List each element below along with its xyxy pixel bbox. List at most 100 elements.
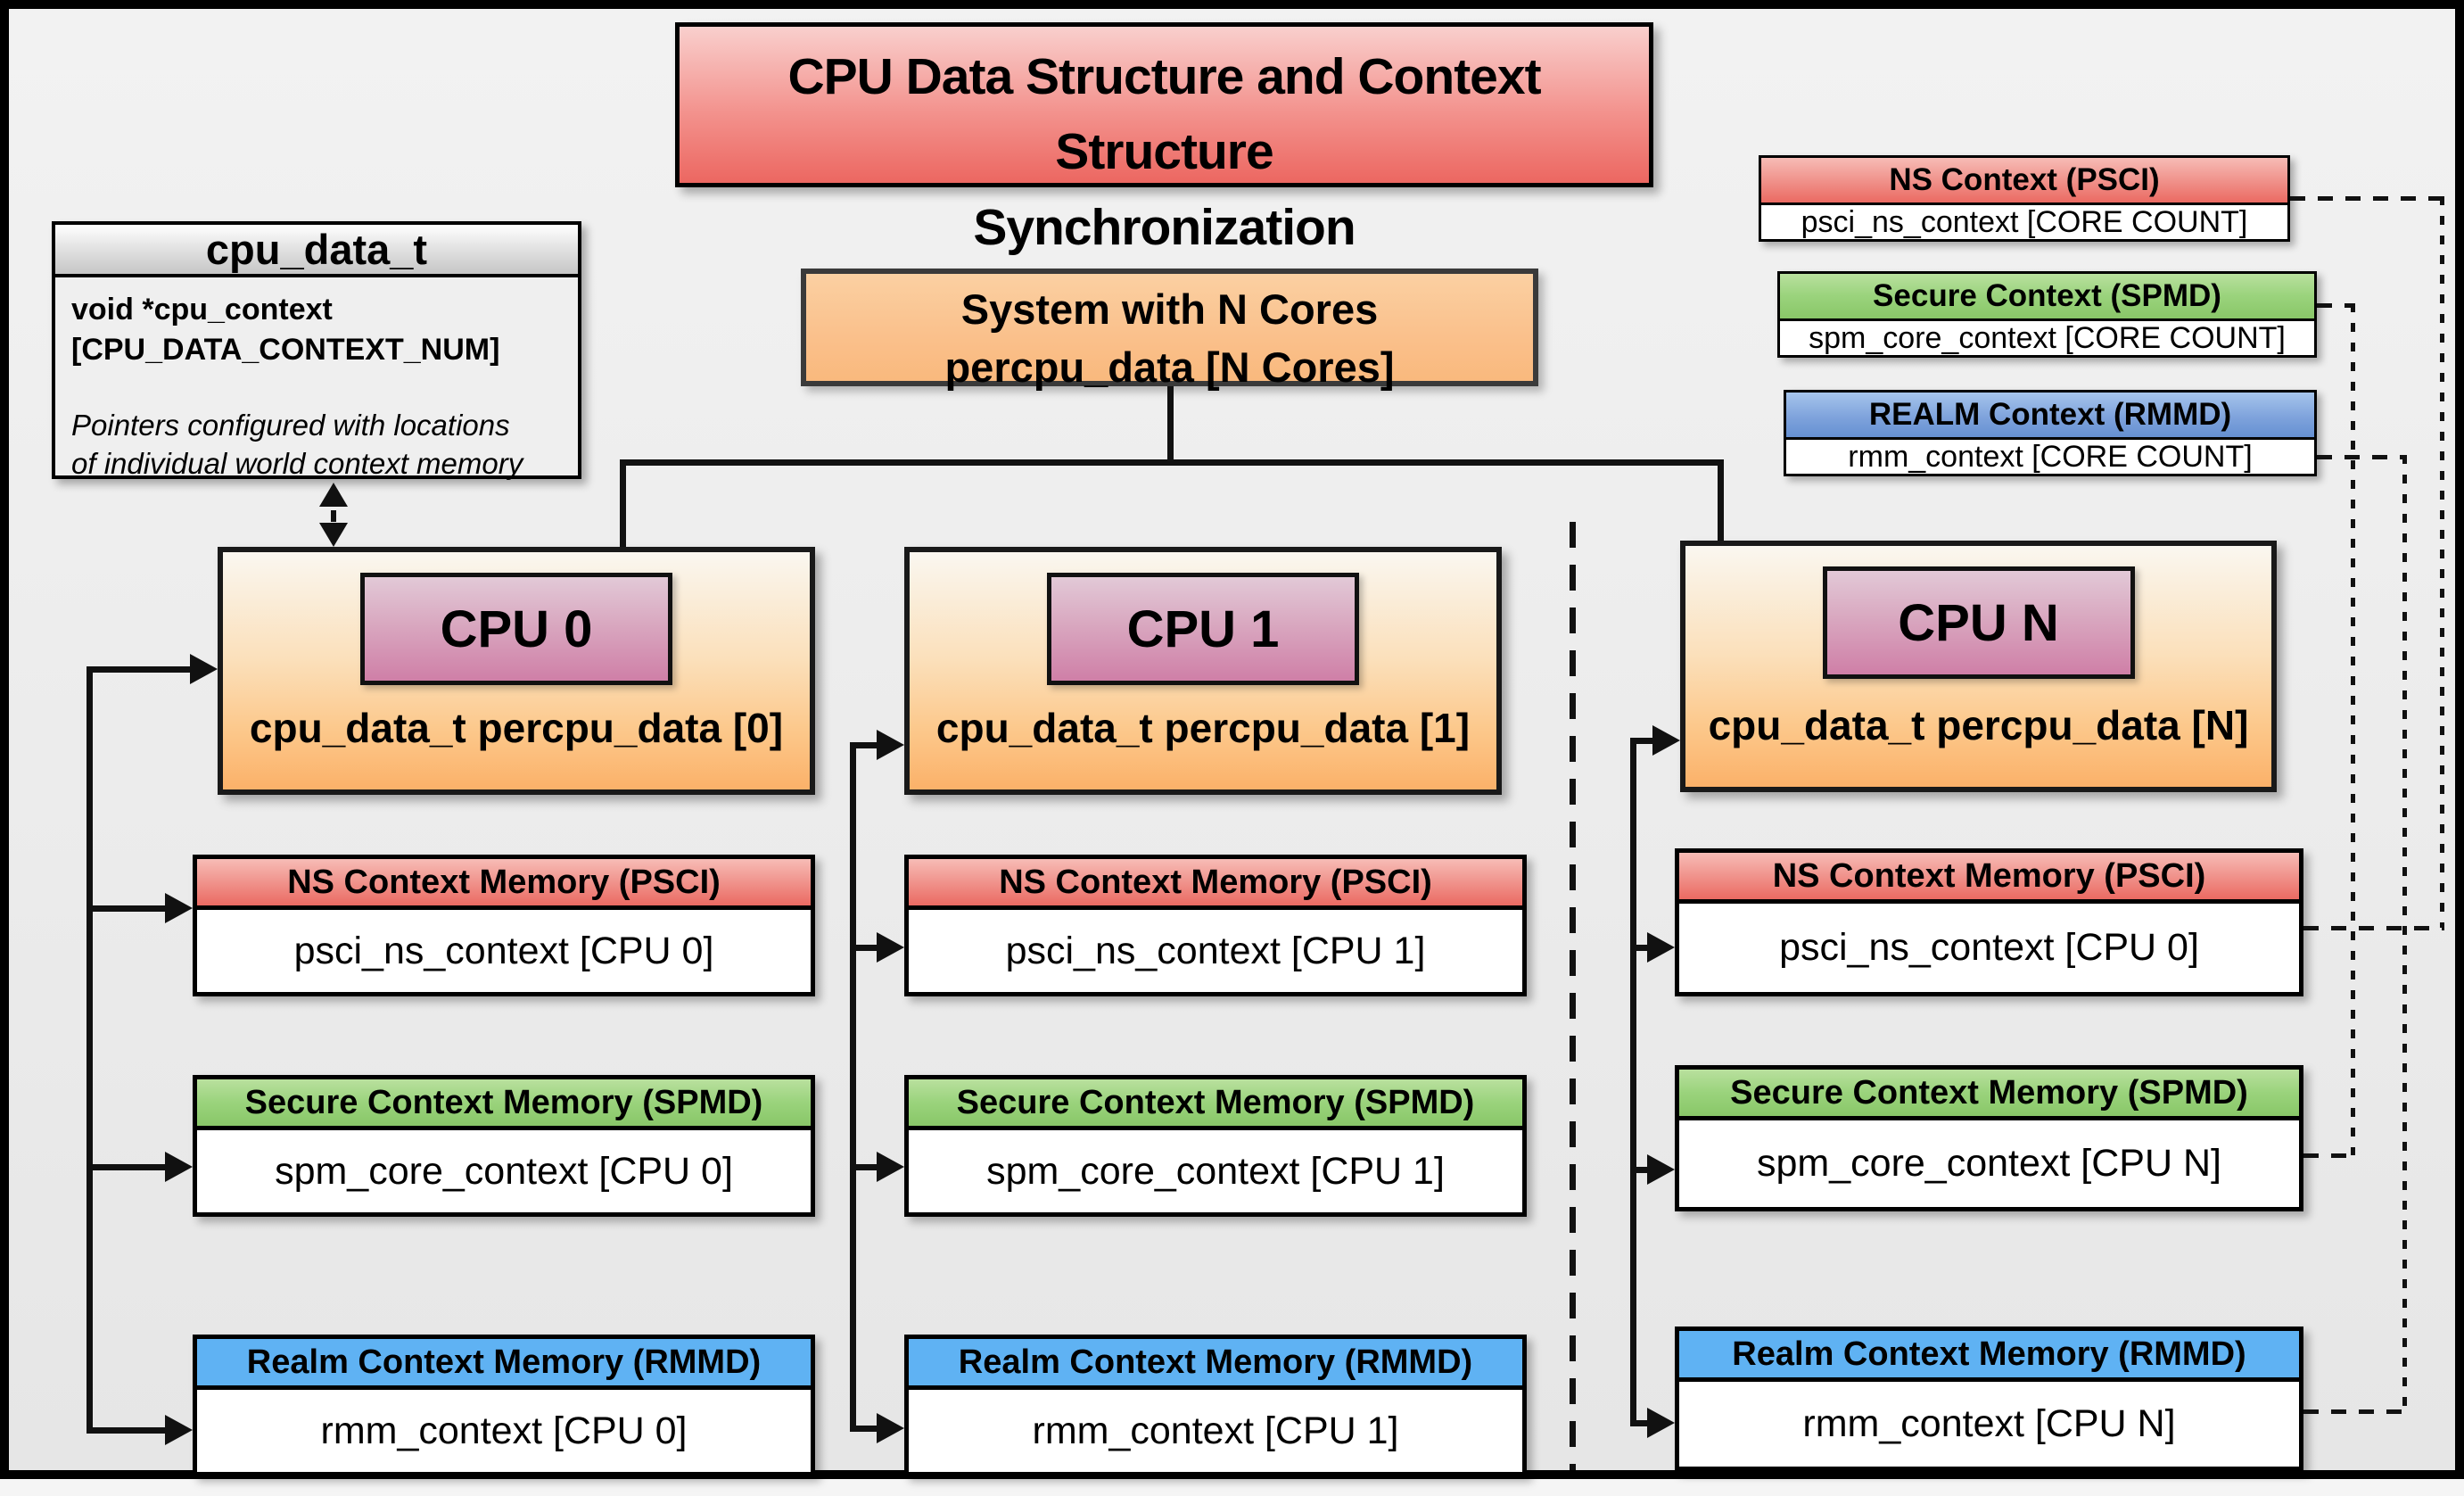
cpun-ns-arrow-line xyxy=(1630,945,1648,951)
cpun-ns-arrow-head xyxy=(1647,932,1675,963)
cpu-data-t-note-line1: Pointers configured with locations xyxy=(71,408,510,442)
struct-link-arrow-up xyxy=(319,483,348,507)
cpu1-ns-arrow-head xyxy=(877,932,904,963)
cpu1-ns-header: NS Context Memory (PSCI) xyxy=(909,859,1522,910)
legend-realm-dash-vertical xyxy=(2402,455,2407,1411)
cpu0-ns-header: NS Context Memory (PSCI) xyxy=(197,859,811,910)
system-line2: percpu_data [N Cores] xyxy=(944,343,1395,391)
cpu0-realm-header: Realm Context Memory (RMMD) xyxy=(197,1339,811,1390)
legend-realm-dash-bottom xyxy=(2303,1409,2407,1414)
system-stem-line xyxy=(1167,386,1174,463)
cpu0-data-label: cpu_data_t percpu_data [0] xyxy=(249,705,784,751)
cpun-ns-header: NS Context Memory (PSCI) xyxy=(1679,853,2299,904)
cpun-secure-header: Secure Context Memory (SPMD) xyxy=(1679,1070,2299,1120)
cpun-arrow-line xyxy=(1630,738,1653,744)
branch-horizontal-line xyxy=(620,459,1724,466)
cpu1-realm-arrow-head xyxy=(877,1413,904,1443)
cpun-arrow-head xyxy=(1652,725,1680,756)
cpun-badge: CPU N xyxy=(1822,566,2135,679)
cpun-realm-arrow-line xyxy=(1630,1420,1648,1426)
cpu1-realm-context-box: Realm Context Memory (RMMD) rmm_context … xyxy=(904,1335,1527,1476)
cpu1-ns-body: psci_ns_context [CPU 1] xyxy=(1005,929,1426,972)
cpu0-ns-context-box: NS Context Memory (PSCI) psci_ns_context… xyxy=(193,855,815,996)
cpu1-trunk-line xyxy=(850,742,856,1431)
cpu1-ns-arrow-line xyxy=(850,945,878,951)
struct-link-arrow-down xyxy=(319,523,348,547)
cpu0-secure-arrow-head xyxy=(165,1152,193,1182)
legend-ns-header: NS Context (PSCI) xyxy=(1761,158,2287,205)
cpun-secure-arrow-head xyxy=(1647,1154,1675,1185)
cpu1-secure-arrow-head xyxy=(877,1152,904,1182)
cpun-realm-body: rmm_context [CPU N] xyxy=(1802,1402,2176,1445)
cpu1-secure-arrow-line xyxy=(850,1164,878,1170)
legend-ns-dash-bottom xyxy=(2303,926,2444,930)
legend-secure-header: Secure Context (SPMD) xyxy=(1780,274,2314,321)
legend-realm-body: rmm_context [CORE COUNT] xyxy=(1786,440,2314,474)
cpu1-data-label: cpu_data_t percpu_data [1] xyxy=(935,705,1471,751)
cpu0-ns-arrow-line xyxy=(87,905,167,912)
system-line1: System with N Cores xyxy=(960,285,1379,333)
cpun-realm-header: Realm Context Memory (RMMD) xyxy=(1679,1331,2299,1382)
cpu0-secure-body: spm_core_context [CPU 0] xyxy=(275,1149,733,1193)
cpu0-secure-context-box: Secure Context Memory (SPMD) spm_core_co… xyxy=(193,1075,815,1217)
cpu-data-t-struct-box: cpu_data_t void *cpu_context [CPU_DATA_C… xyxy=(52,221,581,480)
cpun-ns-body: psci_ns_context [CPU 0] xyxy=(1779,926,2199,969)
diagram-title-line2: Synchronization xyxy=(973,198,1356,256)
cpu1-secure-header: Secure Context Memory (SPMD) xyxy=(909,1079,1522,1130)
legend-secure-dash-bottom xyxy=(2303,1153,2355,1158)
legend-ns-dash-vertical xyxy=(2440,196,2444,928)
struct-link-dash xyxy=(331,510,336,522)
cpu0-arrow-head xyxy=(190,654,218,684)
branch-drop-cpun-line xyxy=(1718,459,1724,541)
legend-secure-body: spm_core_context [CORE COUNT] xyxy=(1780,321,2314,355)
cpu0-realm-arrow-head xyxy=(165,1415,193,1445)
cpu1-realm-header: Realm Context Memory (RMMD) xyxy=(909,1339,1522,1390)
cpu0-ns-body: psci_ns_context [CPU 0] xyxy=(293,929,714,972)
legend-secure-dash-vertical xyxy=(2351,303,2355,1155)
column-separator-dashed-line xyxy=(1570,522,1576,1470)
branch-drop-cpu0-line xyxy=(620,459,626,547)
cpu-data-t-note: Pointers configured with locations of in… xyxy=(71,406,562,484)
diagram-title-line1: CPU Data Structure and Context Structure xyxy=(787,48,1541,181)
legend-secure-context: Secure Context (SPMD) spm_core_context [… xyxy=(1777,271,2317,358)
cpu0-badge: CPU 0 xyxy=(360,573,672,685)
cpun-trunk-line xyxy=(1630,738,1636,1426)
cpu0-box: CPU 0 cpu_data_t percpu_data [0] xyxy=(218,547,815,795)
cpun-realm-arrow-head xyxy=(1647,1408,1675,1438)
legend-realm-header: REALM Context (RMMD) xyxy=(1786,393,2314,440)
cpu1-badge: CPU 1 xyxy=(1047,573,1359,685)
cpu-data-t-field-line2: [CPU_DATA_CONTEXT_NUM] xyxy=(71,332,500,367)
system-box: System with N Cores percpu_data [N Cores… xyxy=(801,269,1538,391)
cpu1-box: CPU 1 cpu_data_t percpu_data [1] xyxy=(904,547,1502,795)
legend-ns-dash-top xyxy=(2290,196,2444,201)
cpu0-realm-arrow-line xyxy=(87,1427,167,1434)
cpu0-secure-header: Secure Context Memory (SPMD) xyxy=(197,1079,811,1130)
cpun-box: CPU N cpu_data_t percpu_data [N] xyxy=(1680,541,2277,792)
diagram-title: CPU Data Structure and Context Structure… xyxy=(675,22,1653,256)
cpu0-arrow-line xyxy=(87,666,192,673)
legend-secure-dash-top xyxy=(2317,303,2355,308)
cpu0-ns-arrow-head xyxy=(165,893,193,923)
cpu-data-t-note-line2: of individual world context memory xyxy=(71,447,523,481)
cpun-secure-arrow-line xyxy=(1630,1167,1648,1173)
cpu1-arrow-head xyxy=(877,730,904,760)
cpu0-secure-arrow-line xyxy=(87,1164,167,1170)
cpu1-secure-body: spm_core_context [CPU 1] xyxy=(986,1149,1445,1193)
legend-ns-body: psci_ns_context [CORE COUNT] xyxy=(1761,205,2287,239)
legend-ns-context: NS Context (PSCI) psci_ns_context [CORE … xyxy=(1759,155,2290,242)
cpun-secure-context-box: Secure Context Memory (SPMD) spm_core_co… xyxy=(1675,1065,2303,1211)
cpun-secure-body: spm_core_context [CPU N] xyxy=(1757,1142,2221,1185)
cpu1-secure-context-box: Secure Context Memory (SPMD) spm_core_co… xyxy=(904,1075,1527,1217)
cpu1-realm-arrow-line xyxy=(850,1426,878,1432)
cpu0-realm-body: rmm_context [CPU 0] xyxy=(320,1409,688,1452)
cpu-data-t-field-line1: void *cpu_context xyxy=(71,293,333,326)
cpu0-realm-context-box: Realm Context Memory (RMMD) rmm_context … xyxy=(193,1335,815,1476)
cpu0-trunk-line xyxy=(87,666,93,1434)
cpu-data-t-body: void *cpu_context [CPU_DATA_CONTEXT_NUM]… xyxy=(55,277,578,496)
cpu1-ns-context-box: NS Context Memory (PSCI) psci_ns_context… xyxy=(904,855,1527,996)
cpu1-arrow-line xyxy=(850,742,878,748)
cpu1-realm-body: rmm_context [CPU 1] xyxy=(1032,1409,1399,1452)
cpun-ns-context-box: NS Context Memory (PSCI) psci_ns_context… xyxy=(1675,848,2303,996)
legend-realm-dash-top xyxy=(2317,455,2407,459)
